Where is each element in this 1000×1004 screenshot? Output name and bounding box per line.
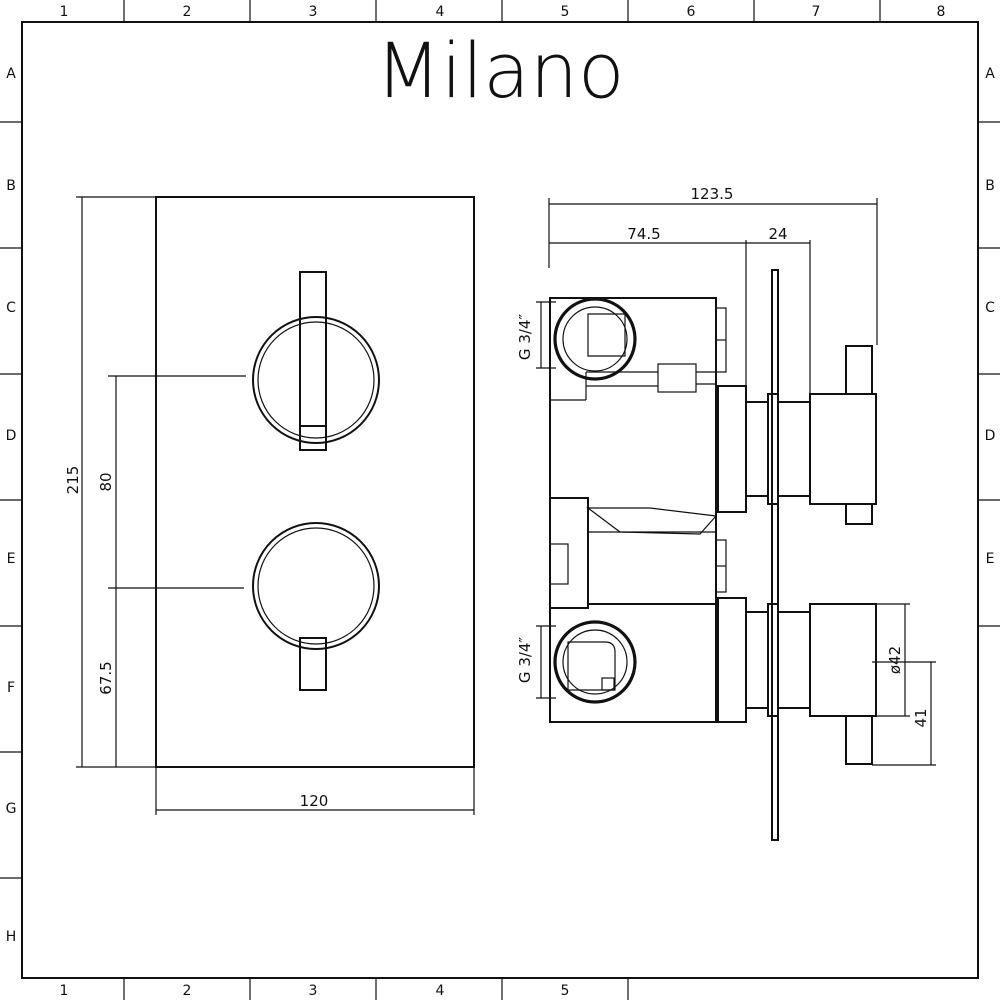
col-label: 2 [183, 983, 192, 999]
dimension-height: 215 [64, 196, 156, 768]
row-label: G [6, 801, 17, 817]
dimension-label-height: 215 [64, 466, 82, 495]
dimension-label-handle-spacing: 80 [97, 472, 115, 491]
dimension-thread-bottom: G 3/4″ [516, 625, 556, 699]
col-label: 3 [309, 983, 318, 999]
upper-outlet-port [553, 297, 637, 381]
side-view: 123.5 74.5 24 [516, 185, 936, 841]
row-label: C [985, 300, 995, 316]
lower-spindle-assembly [717, 597, 877, 765]
front-view: 215 80 67.5 120 [64, 196, 475, 815]
row-label: D [6, 428, 17, 444]
column-labels-bottom: 1 2 3 4 5 [60, 983, 570, 999]
row-labels-left: A B C D E F G H [6, 66, 17, 945]
dimension-label-knob-length: 41 [912, 708, 930, 727]
dimension-label-thread-top: G 3/4″ [516, 314, 534, 361]
cover-plate-side [771, 269, 779, 841]
front-plate-outline [155, 196, 475, 768]
col-label: 7 [812, 4, 821, 20]
col-label: 8 [937, 4, 946, 20]
col-label: 2 [183, 4, 192, 20]
dimension-plate-gap: 24 [746, 225, 811, 395]
dimension-handle-spacing: 80 [97, 376, 117, 588]
dimension-body-depth: 74.5 [549, 225, 747, 385]
dimension-label-width: 120 [300, 792, 329, 810]
dimension-lower-offset: 67.5 [97, 588, 117, 767]
dimension-knob-length: 41 [872, 661, 936, 766]
dimension-label-overall-depth: 123.5 [691, 185, 734, 203]
row-label: E [7, 551, 16, 567]
dimension-thread-top: G 3/4″ [516, 301, 556, 369]
dimension-label-thread-bottom: G 3/4″ [516, 637, 534, 684]
row-label: B [985, 178, 995, 194]
dimension-width: 120 [155, 767, 475, 815]
row-label: F [7, 680, 15, 696]
dimension-label-lower-offset: 67.5 [97, 661, 115, 694]
row-label: A [985, 66, 995, 82]
column-labels-top: 1 2 3 4 5 6 7 8 [60, 4, 946, 20]
row-labels-right: A B C D E [985, 66, 996, 567]
col-label: 3 [309, 4, 318, 20]
upper-spindle-assembly [717, 345, 877, 525]
lower-outlet-port [553, 620, 637, 704]
col-label: 6 [687, 4, 696, 20]
row-label: A [6, 66, 16, 82]
col-label: 1 [60, 4, 69, 20]
col-label: 5 [561, 4, 570, 20]
row-label: H [6, 929, 17, 945]
col-label: 5 [561, 983, 570, 999]
dimension-knob-diameter: ø42 [876, 603, 910, 717]
row-label: D [985, 428, 996, 444]
col-label: 1 [60, 983, 69, 999]
upper-control-knob [252, 271, 380, 451]
dimension-overall-depth: 123.5 [548, 185, 878, 345]
dimension-label-body-depth: 74.5 [627, 225, 660, 243]
row-label: E [986, 551, 995, 567]
row-label: C [6, 300, 16, 316]
row-label: B [6, 178, 16, 194]
lower-control-knob [252, 522, 380, 691]
dimension-label-knob-diameter: ø42 [886, 646, 904, 674]
valve-body [549, 297, 727, 723]
col-label: 4 [436, 983, 445, 999]
brand-logo-text: Milano [375, 26, 624, 115]
dimension-label-plate-gap: 24 [768, 225, 787, 243]
col-label: 4 [436, 4, 445, 20]
